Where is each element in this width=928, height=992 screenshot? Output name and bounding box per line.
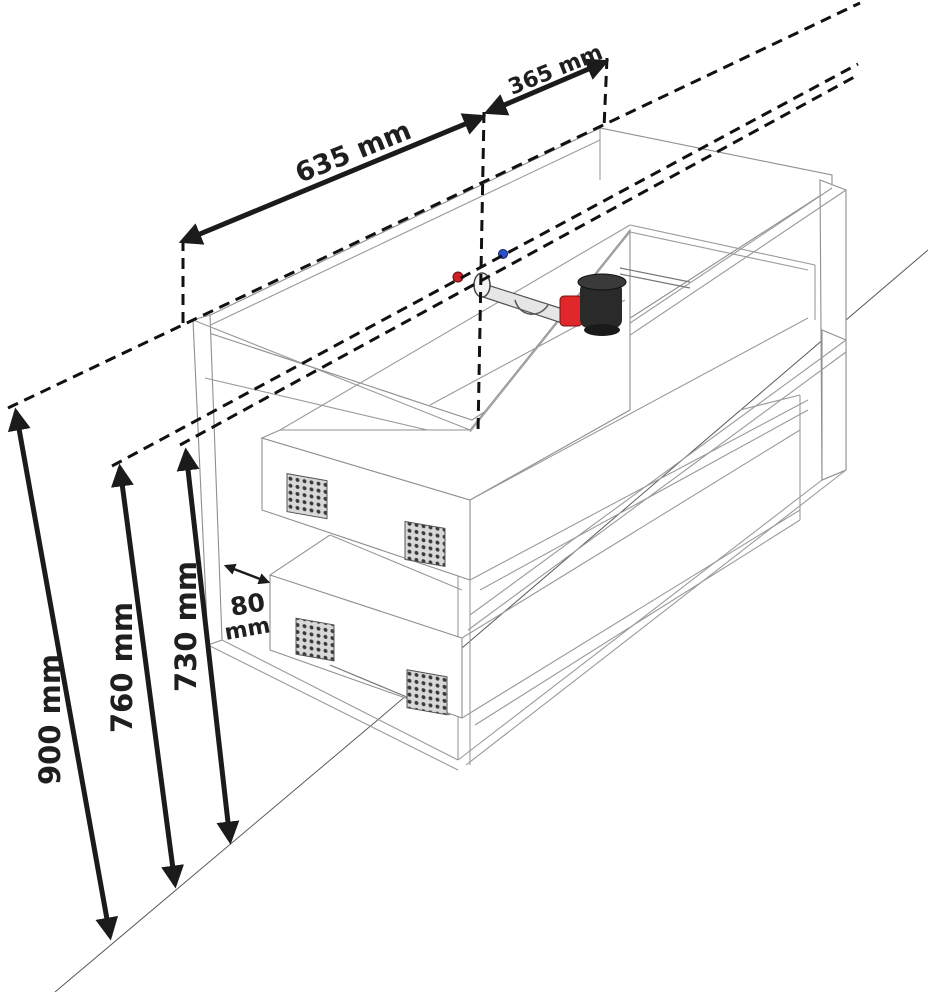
height-upper-label: 760 mm (105, 602, 139, 733)
height-total-label: 900 mm (33, 654, 67, 785)
height-total-dimension (7, 407, 119, 941)
drawer-offset-dimension (223, 563, 271, 585)
drawer-offset-value: 80 (228, 587, 267, 622)
height-lower-label: 730 mm (169, 561, 203, 692)
depth-siphon-dimension (483, 58, 610, 116)
siphon-icon (473, 272, 627, 336)
dimension-lines (7, 58, 610, 941)
drawer-runner-bracket-icon (295, 617, 335, 662)
drawer-runner-bracket-icon (406, 669, 448, 716)
drawer-runner-bracket-icon (404, 520, 446, 568)
drawer-offset-unit: mm (223, 613, 273, 646)
drawer-runner-bracket-icon (286, 473, 328, 520)
lower-drawer (269, 394, 801, 726)
height-upper-dimension (111, 463, 184, 889)
height-lower-dimension (176, 447, 240, 845)
depth-total-dimension (178, 113, 487, 245)
